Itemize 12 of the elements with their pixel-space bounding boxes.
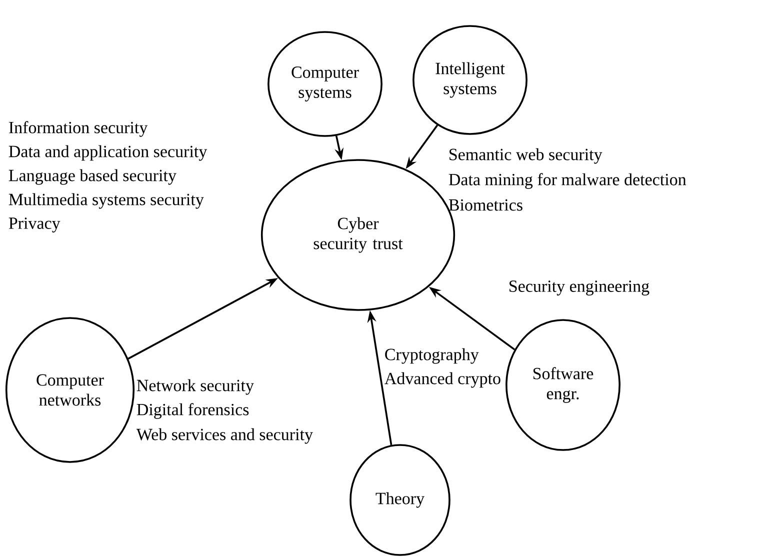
topic-label: Security engineering xyxy=(510,280,650,296)
topic-label: Information security xyxy=(9,121,148,137)
topic-label: Privacy xyxy=(8,218,60,232)
topic-label: Cryptography xyxy=(385,348,479,364)
topic-label: Web services and security xyxy=(136,428,313,444)
topic-label: Biometrics xyxy=(448,199,522,211)
topic-label: Data and application security xyxy=(8,145,208,161)
topic-label: Language based security xyxy=(8,169,176,185)
topic-label: Multimedia systems security xyxy=(8,193,204,209)
topic-label: Semantic web security xyxy=(450,148,602,164)
topic-label: Data mining for malware detection xyxy=(448,173,686,189)
topic-label: Advanced crypto xyxy=(384,372,500,388)
